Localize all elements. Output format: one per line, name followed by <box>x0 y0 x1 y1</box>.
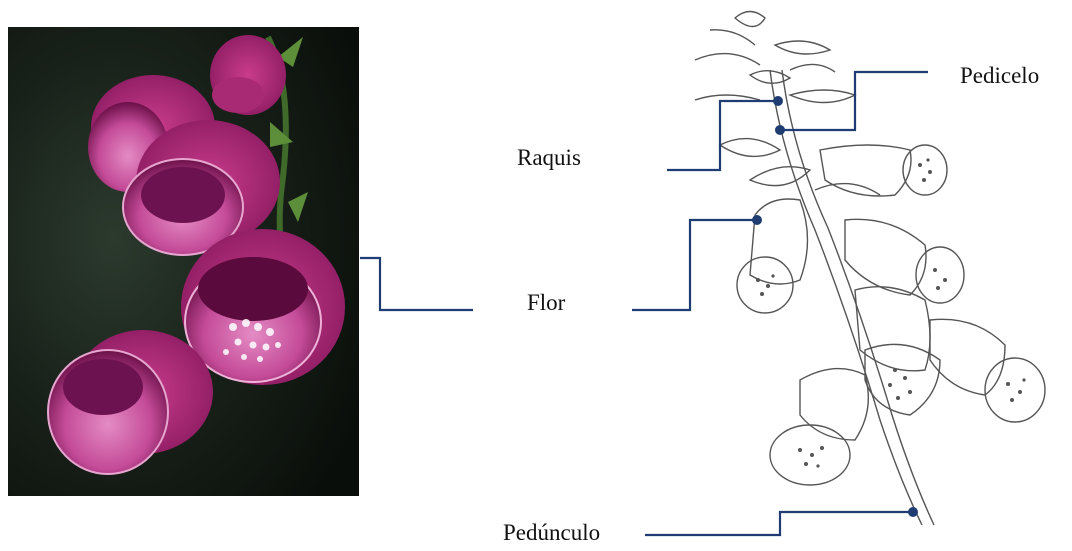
pointer-dot-pedunculo <box>908 507 918 517</box>
label-flor: Flor <box>527 291 565 314</box>
pointer-dot-flor <box>752 215 762 225</box>
label-pedicelo: Pedicelo <box>960 64 1039 87</box>
leader-pedunculo <box>645 512 913 535</box>
pointer-dot-raquis <box>773 96 783 106</box>
label-pedunculo: Pedúnculo <box>503 521 600 544</box>
leader-flor-left <box>360 258 473 310</box>
label-raquis: Raquis <box>517 146 581 169</box>
leader-raquis <box>667 101 778 170</box>
pointer-dot-pedicelo <box>775 125 785 135</box>
leader-flor-right <box>632 220 757 310</box>
leader-pedicelo <box>780 72 928 130</box>
